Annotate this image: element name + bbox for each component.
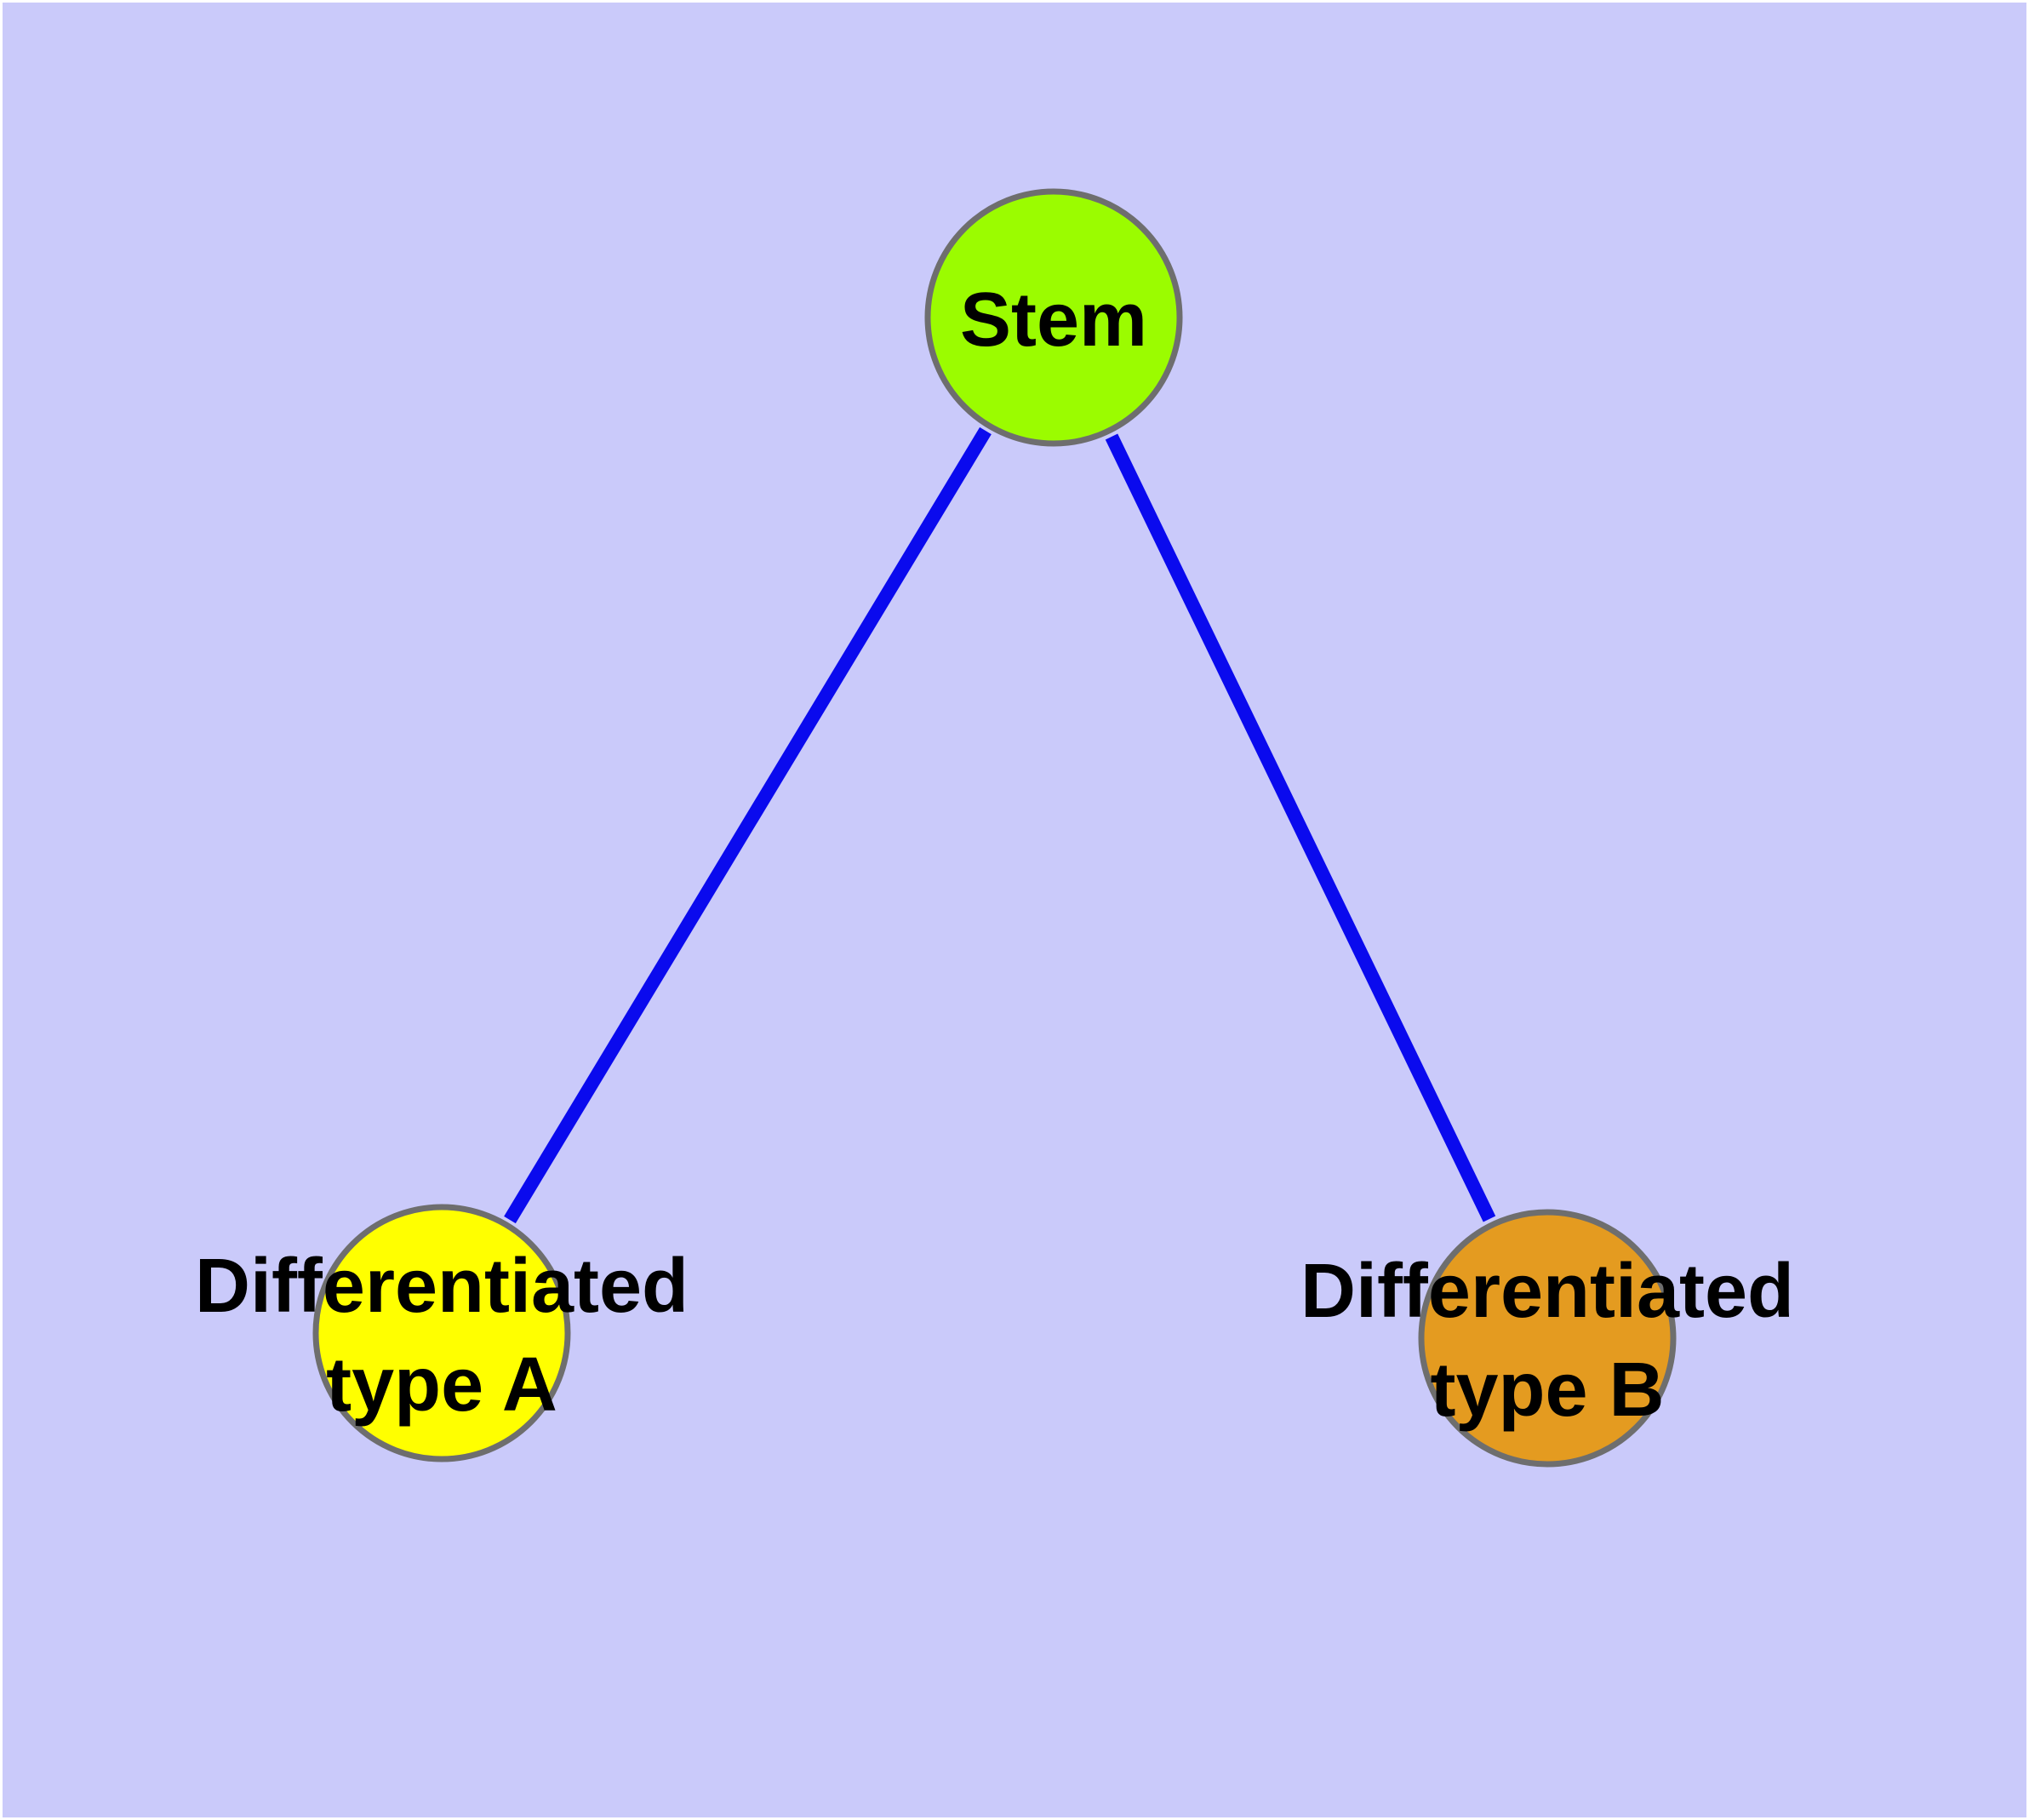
- stem-node-label: Stem: [960, 278, 1147, 363]
- differentiated-type-a-label-line1: Differentiated: [195, 1244, 689, 1329]
- differentiated-type-a-label-line2: type A: [326, 1342, 557, 1428]
- edge-stem-to-type-b: [1105, 433, 1496, 1222]
- differentiated-type-b-label-line2: type B: [1430, 1348, 1664, 1433]
- edge-stem-to-type-a: [504, 426, 992, 1224]
- stem-node: [924, 188, 1183, 447]
- differentiated-type-a-node: [312, 1204, 571, 1462]
- differentiated-type-b-label-line1: Differentiated: [1300, 1249, 1794, 1334]
- differentiated-type-b-node: [1418, 1209, 1677, 1468]
